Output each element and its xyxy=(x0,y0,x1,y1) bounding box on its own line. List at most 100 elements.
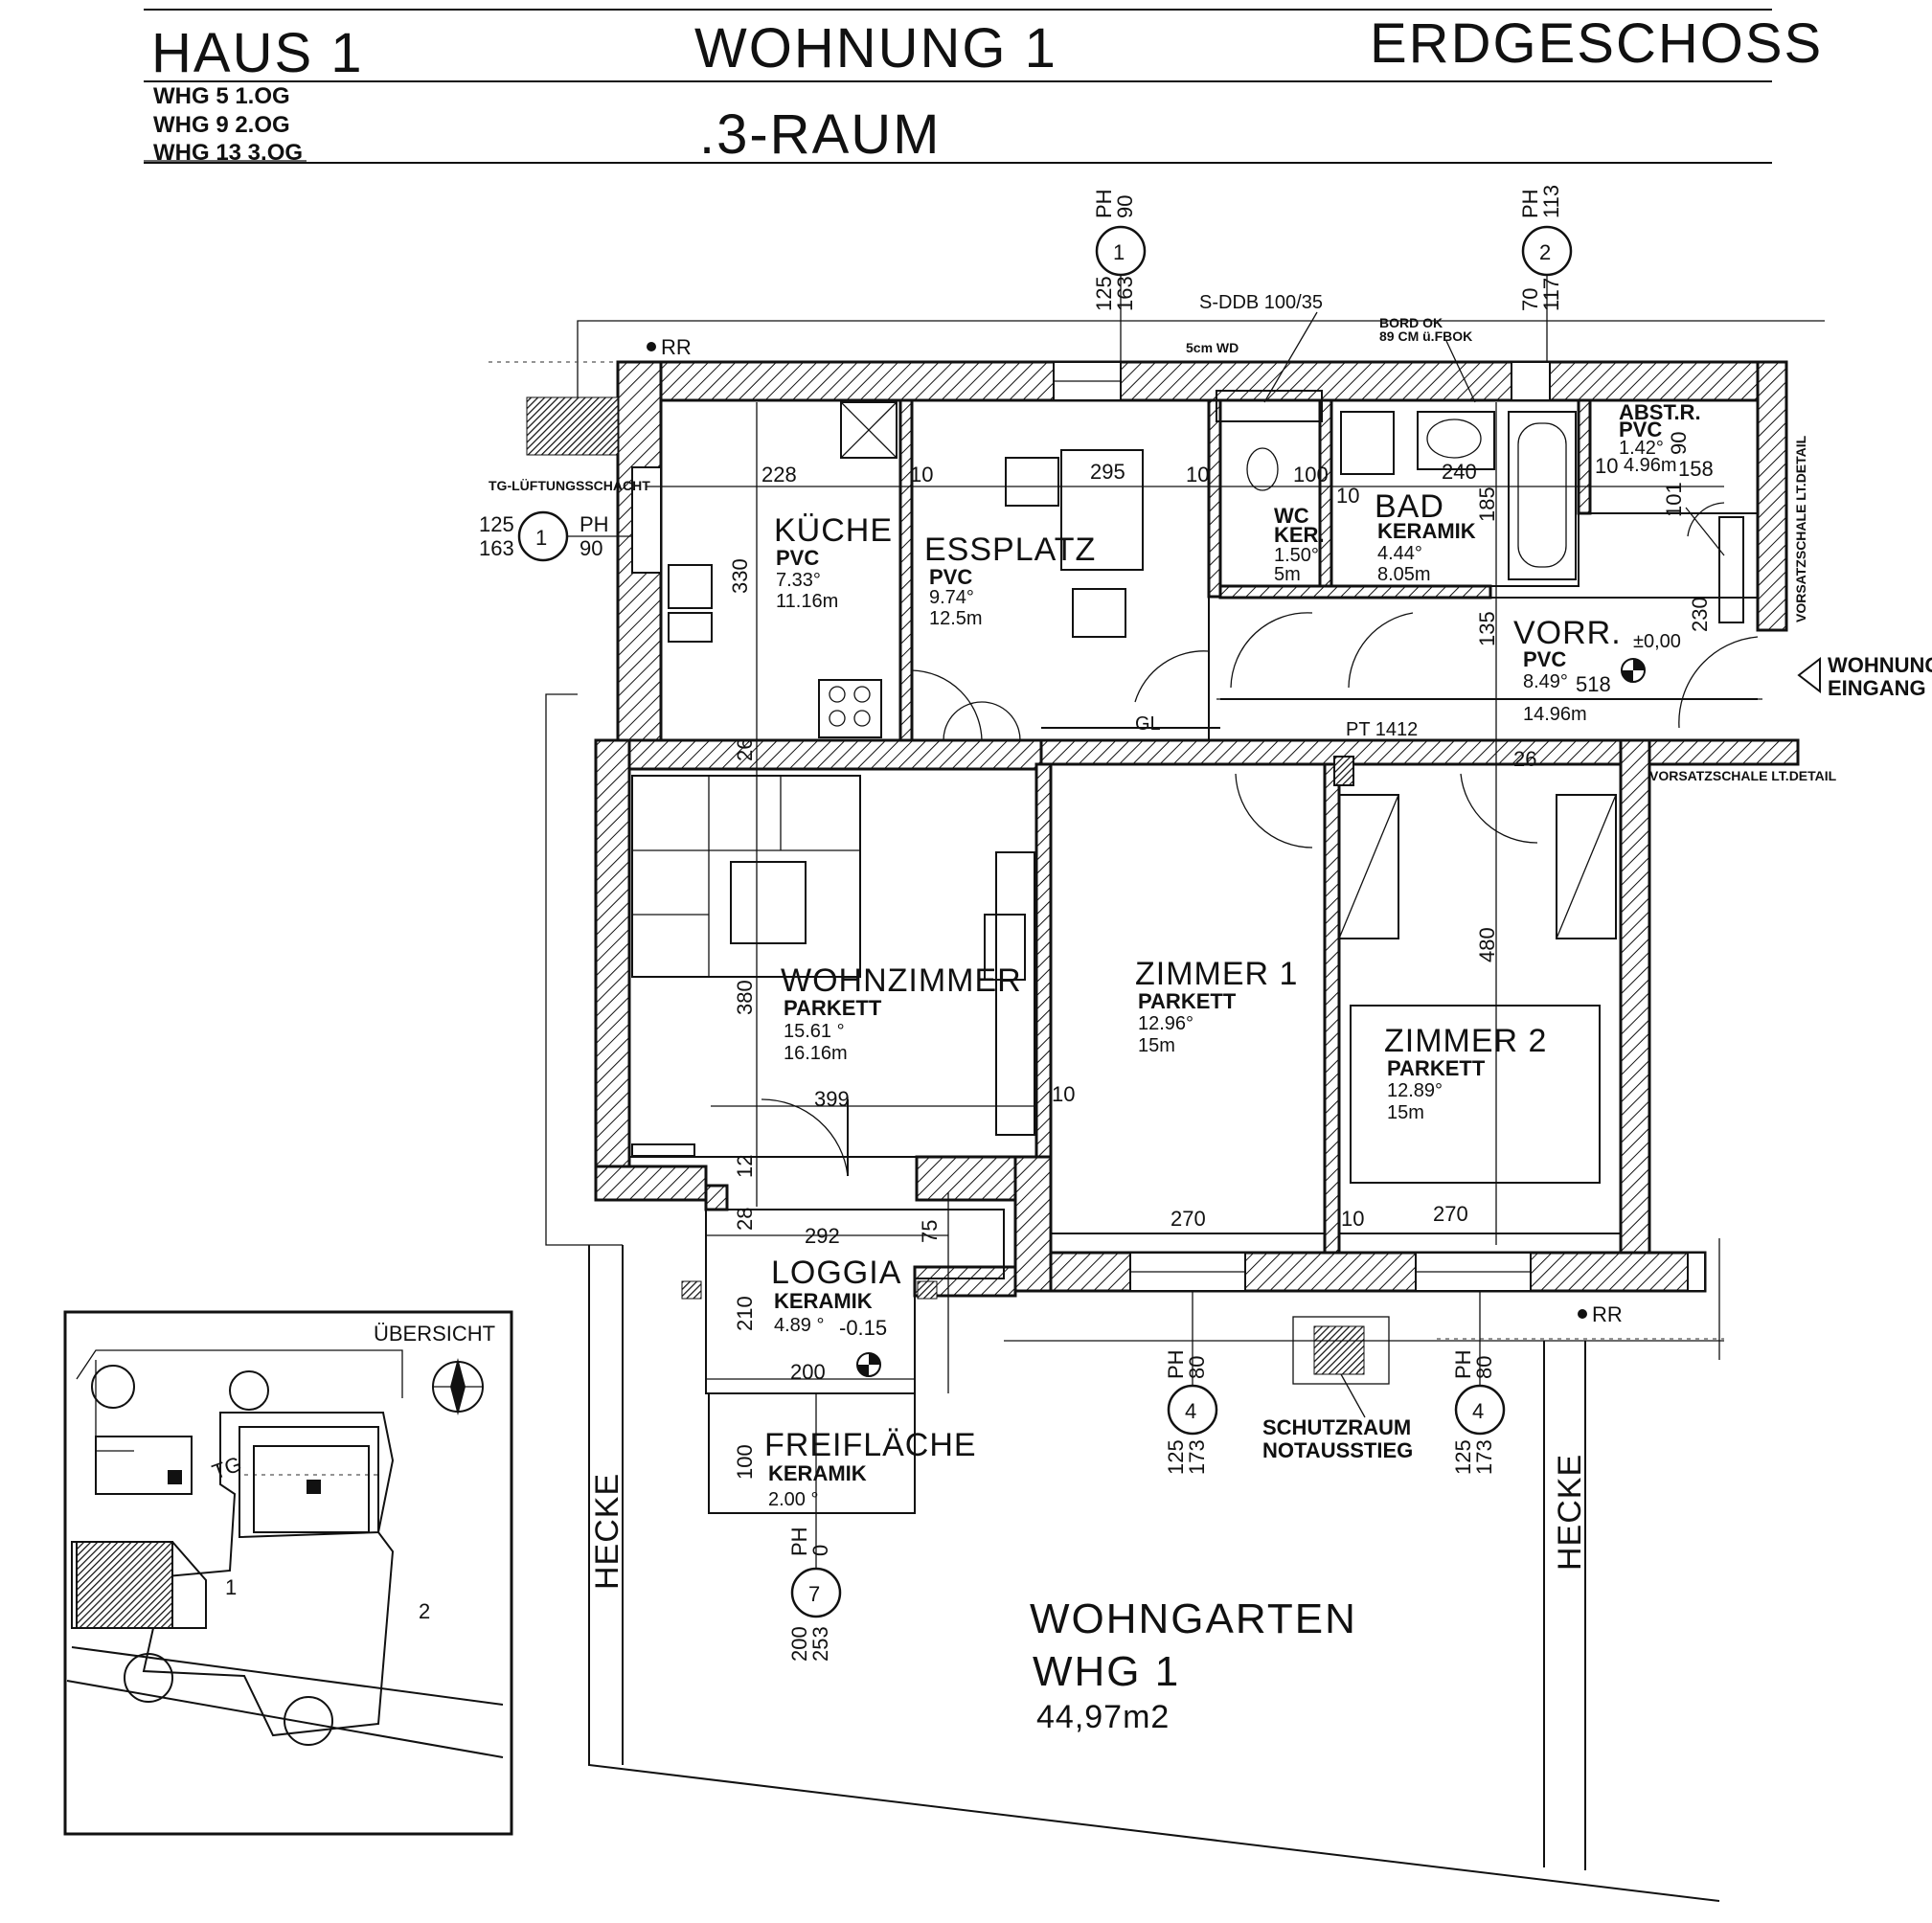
entrance-label-1: WOHNUNGS xyxy=(1828,653,1932,677)
tag-w4b-ph-label: PH xyxy=(1451,1349,1475,1379)
dim-185: 185 xyxy=(1475,486,1499,522)
apartment-title: WOHNUNG 1 xyxy=(694,17,1057,79)
room-essplatz-area: 9.74° xyxy=(929,587,974,608)
garden xyxy=(588,1238,1724,1902)
tag-w7-b: 253 xyxy=(808,1626,832,1662)
shelter-label-1: SCHUTZRAUM xyxy=(1262,1415,1411,1439)
window-tags: 1 PH 90 125 163 2 PH 113 70 117 1 125 16… xyxy=(479,185,1573,1662)
ventilation-shaft-label: TG-LÜFTUNGSSCHACHT xyxy=(489,478,650,493)
dim-10a: 10 xyxy=(910,463,933,486)
room-freiflaeche-name: FREIFLÄCHE xyxy=(764,1427,977,1463)
room-zimmer1-material: PARKETT xyxy=(1138,989,1237,1013)
room-vorr-name: VORR. xyxy=(1513,615,1622,651)
dim-518: 518 xyxy=(1576,672,1611,696)
tag-w4b-id: 4 xyxy=(1472,1399,1484,1423)
tag-w4b-ph: 80 xyxy=(1472,1356,1496,1379)
tag-w4b-b: 173 xyxy=(1472,1439,1496,1475)
room-essplatz-perimeter: 12.5m xyxy=(929,608,983,629)
room-vorr-material: PVC xyxy=(1523,647,1566,671)
walls xyxy=(594,360,1800,1298)
tag-w1-left-h: 125 xyxy=(479,512,514,536)
entrance-label-2: EINGANG xyxy=(1828,676,1926,700)
tag-w1-left-ph-label: PH xyxy=(580,512,609,536)
tag-w1-left-ph: 90 xyxy=(580,536,602,560)
title-block: HAUS 1 WOHNUNG 1 ERDGESCHOSS .3-RAUM WHG… xyxy=(144,9,1823,166)
room-zimmer1-perimeter: 15m xyxy=(1138,1035,1175,1056)
rooms-type: .3-RAUM xyxy=(699,103,941,166)
level-marker-icon xyxy=(856,1352,881,1377)
furniture xyxy=(526,390,1744,1385)
loggia-area xyxy=(681,1192,1005,1514)
garden-area: 44,97m2 xyxy=(1036,1699,1170,1735)
dim-10-living: 10 xyxy=(1052,1082,1075,1106)
shelter-label-2: NOTAUSSTIEG xyxy=(1262,1438,1413,1462)
vorsatz-label: VORSATZSCHALE LT.DETAIL xyxy=(1649,768,1837,783)
room-wohnzimmer-material: PARKETT xyxy=(784,996,882,1020)
tag-w4a-id: 4 xyxy=(1185,1399,1196,1423)
room-essplatz-name: ESSPLATZ xyxy=(924,532,1096,568)
room-freiflaeche-area: 2.00 ° xyxy=(768,1489,818,1510)
dim-228: 228 xyxy=(761,463,797,486)
north-arrow-icon xyxy=(432,1358,484,1415)
room-zimmer2-name: ZIMMER 2 xyxy=(1384,1023,1547,1059)
tag-w2-top-ph: 113 xyxy=(1539,185,1563,218)
dim-270b: 270 xyxy=(1433,1202,1468,1226)
dim-26a: 26 xyxy=(733,738,757,761)
sddb-label: S-DDB 100/35 xyxy=(1199,292,1323,313)
room-bad-perimeter: 8.05m xyxy=(1377,564,1431,585)
gl-label: GL xyxy=(1135,713,1161,735)
tag-w7-h: 200 xyxy=(787,1626,811,1662)
room-wohnzimmer-name: WOHNZIMMER xyxy=(781,962,1022,999)
tag-w7-id: 7 xyxy=(808,1582,820,1606)
room-essplatz-material: PVC xyxy=(929,565,972,589)
room-loggia-level: -0.15 xyxy=(839,1316,887,1340)
tag-w4a-b: 173 xyxy=(1185,1439,1209,1475)
vorsatz-vertical-label: VORSATZSCHALE LT.DETAIL xyxy=(1793,435,1808,622)
rr-label-bottom: RR xyxy=(1592,1302,1623,1326)
dim-200: 200 xyxy=(790,1360,826,1384)
room-vorr-area: 8.49° xyxy=(1523,671,1568,692)
room-kueche-perimeter: 11.16m xyxy=(776,591,838,612)
room-abstr-perimeter: 4.96m xyxy=(1624,455,1677,476)
dim-399: 399 xyxy=(814,1087,850,1111)
room-kueche-material: PVC xyxy=(776,546,819,570)
dim-158: 158 xyxy=(1678,457,1714,481)
garden-unit: WHG 1 xyxy=(1033,1648,1180,1695)
dim-26b: 26 xyxy=(1513,747,1536,771)
bord-label-2: 89 CM ü.FBOK xyxy=(1379,328,1472,344)
tag-w1-top-h: 125 xyxy=(1092,276,1116,311)
dim-100: 100 xyxy=(1293,463,1329,486)
tag-w7-ph: 0 xyxy=(808,1545,832,1556)
pt-label: PT 1412 xyxy=(1346,719,1418,740)
overview-inset: ÜBERSICHT TG 1 2 xyxy=(63,1310,513,1836)
apartment-list-item: WHG 13 3.OG xyxy=(153,140,303,166)
dim-75: 75 xyxy=(918,1220,942,1243)
room-wohnzimmer-perimeter: 16.16m xyxy=(784,1043,848,1064)
dim-330: 330 xyxy=(728,558,752,594)
dim-295: 295 xyxy=(1090,460,1125,484)
room-zimmer1-area: 12.96° xyxy=(1138,1013,1193,1034)
tag-w1-top-ph-label: PH xyxy=(1092,189,1116,218)
house-title: HAUS 1 xyxy=(151,22,364,84)
room-wc-area: 1.50° xyxy=(1274,545,1319,566)
tag-w7-ph-label: PH xyxy=(787,1527,811,1556)
hedge-left: HECKE xyxy=(589,1473,625,1590)
room-loggia-material: KERAMIK xyxy=(774,1289,873,1313)
dim-90: 90 xyxy=(1667,432,1691,455)
tag-w2-top-b: 117 xyxy=(1539,278,1563,311)
room-abstr-material: PVC xyxy=(1619,418,1662,441)
overview-building-2: 2 xyxy=(419,1599,430,1623)
dim-380: 380 xyxy=(733,980,757,1015)
dim-10e: 10 xyxy=(1341,1207,1364,1231)
dim-10b: 10 xyxy=(1186,463,1209,486)
floor-title: ERDGESCHOSS xyxy=(1370,12,1823,75)
garden-name: WOHNGARTEN xyxy=(1030,1595,1357,1642)
room-freiflaeche-material: KERAMIK xyxy=(768,1461,867,1485)
dim-270a: 270 xyxy=(1171,1207,1206,1231)
dim-100v: 100 xyxy=(733,1444,757,1480)
rr-marker-icon xyxy=(1578,1309,1587,1319)
tag-w4b-h: 125 xyxy=(1451,1439,1475,1475)
room-loggia-area: 4.89 ° xyxy=(774,1315,824,1336)
outline xyxy=(489,320,1825,1340)
